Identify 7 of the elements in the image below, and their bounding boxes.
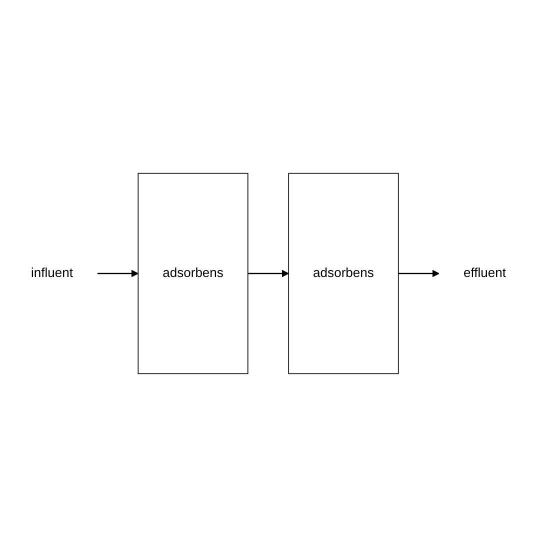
node-box: adsorbens [288,172,399,374]
arrow [248,270,289,278]
arrow [398,270,440,278]
node-box: adsorbens [138,172,248,374]
arrow [97,270,138,278]
node-text: influent [30,266,73,280]
node-text: effluent [464,266,506,280]
